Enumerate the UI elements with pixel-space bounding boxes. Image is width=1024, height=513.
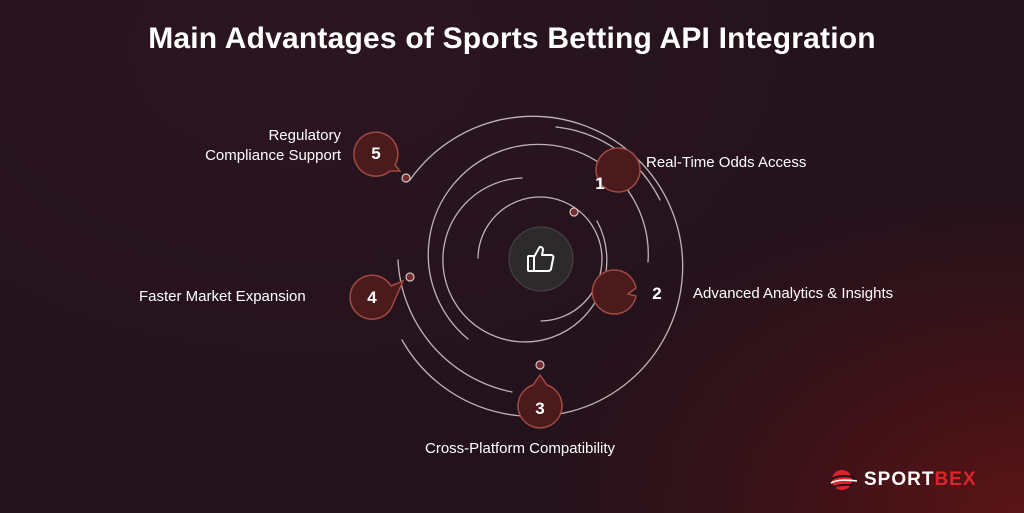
label-item-5-line2: Compliance Support: [205, 147, 341, 164]
badge-number-3: 3: [535, 399, 545, 418]
badge-number-5: 5: [371, 144, 381, 163]
orbit-dot-1: [569, 207, 579, 217]
logo-text-bex: BEX: [934, 469, 977, 490]
logo-text-sport: SPORT: [864, 469, 935, 490]
label-item-3: Cross-Platform Compatibility: [425, 440, 616, 457]
badge-1: [595, 147, 641, 193]
orbit-dot-3: [535, 360, 545, 370]
sportbex-logo-icon: [830, 470, 858, 490]
orbit-dot-5: [401, 173, 411, 183]
center-circle: [508, 226, 574, 292]
page-title: Main Advantages of Sports Betting API In…: [148, 22, 876, 55]
orbit-dot-4: [405, 272, 415, 282]
badge-3: [517, 373, 563, 429]
sportbex-logo: SPORTBEX: [828, 468, 977, 492]
thumbs-up-icon: [527, 245, 555, 272]
label-item-2: Advanced Analytics & Insights: [693, 285, 894, 302]
badge-5: [353, 131, 402, 177]
badge-4: [349, 274, 405, 320]
label-item-5-line1: Regulatory: [268, 127, 341, 144]
orbit-ring-1: [477, 196, 603, 322]
orbit-ring-3: [427, 143, 649, 340]
orbit-ring-4: [401, 115, 684, 417]
label-item-4: Faster Market Expansion: [139, 288, 306, 305]
label-item-1: Real-Time Odds Access: [646, 154, 807, 171]
badge-number-1: 1: [595, 174, 605, 193]
label-item-5: Regulatory Compliance Support: [160, 126, 341, 166]
badge-2: [591, 269, 637, 315]
badge-number-4: 4: [367, 288, 377, 307]
badge-number-2: 2: [652, 284, 662, 303]
